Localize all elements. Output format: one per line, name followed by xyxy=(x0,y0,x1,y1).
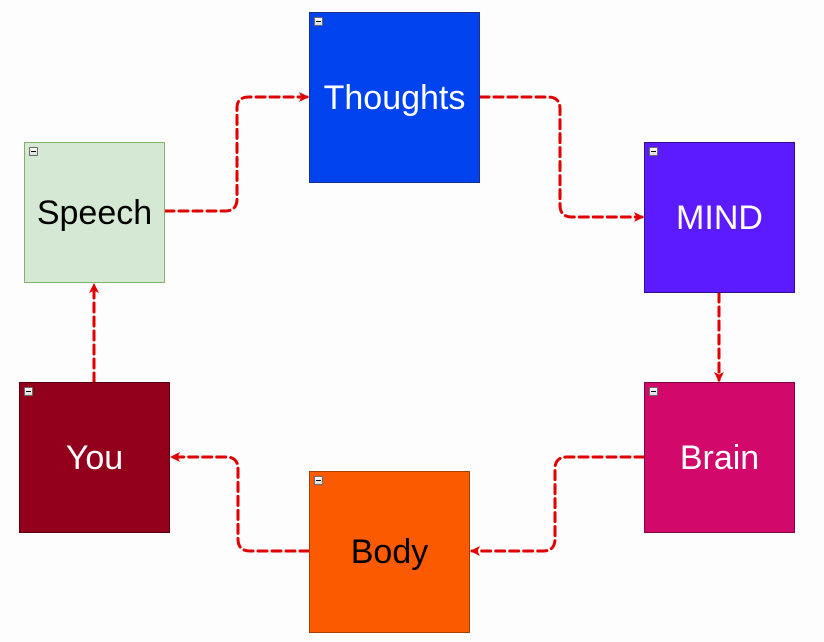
node-label-brain: Brain xyxy=(679,438,760,477)
node-label-you: You xyxy=(65,438,124,477)
node-label-mind: MIND xyxy=(676,198,763,237)
edge-brain-to-body[interactable] xyxy=(470,455,646,556)
edge-speech-to-thoughts[interactable] xyxy=(163,92,309,213)
node-brain[interactable]: Brain xyxy=(644,382,795,533)
collapse-minus-icon[interactable] xyxy=(649,387,658,396)
collapse-minus-icon[interactable] xyxy=(314,476,323,485)
node-label-speech: Speech xyxy=(36,193,153,232)
edge-body-to-you[interactable] xyxy=(170,452,311,553)
node-thoughts[interactable]: Thoughts xyxy=(309,12,480,183)
node-body[interactable]: Body xyxy=(309,471,470,633)
collapse-minus-icon[interactable] xyxy=(649,147,658,156)
node-mind[interactable]: MIND xyxy=(644,142,795,293)
collapse-minus-icon[interactable] xyxy=(29,147,38,156)
collapse-minus-icon[interactable] xyxy=(24,387,33,396)
collapse-minus-icon[interactable] xyxy=(314,17,323,26)
node-you[interactable]: You xyxy=(19,382,170,533)
node-label-body: Body xyxy=(350,533,429,571)
node-speech[interactable]: Speech xyxy=(24,142,165,283)
node-label-thoughts: Thoughts xyxy=(323,78,466,117)
edge-thoughts-to-mind[interactable] xyxy=(478,95,644,222)
